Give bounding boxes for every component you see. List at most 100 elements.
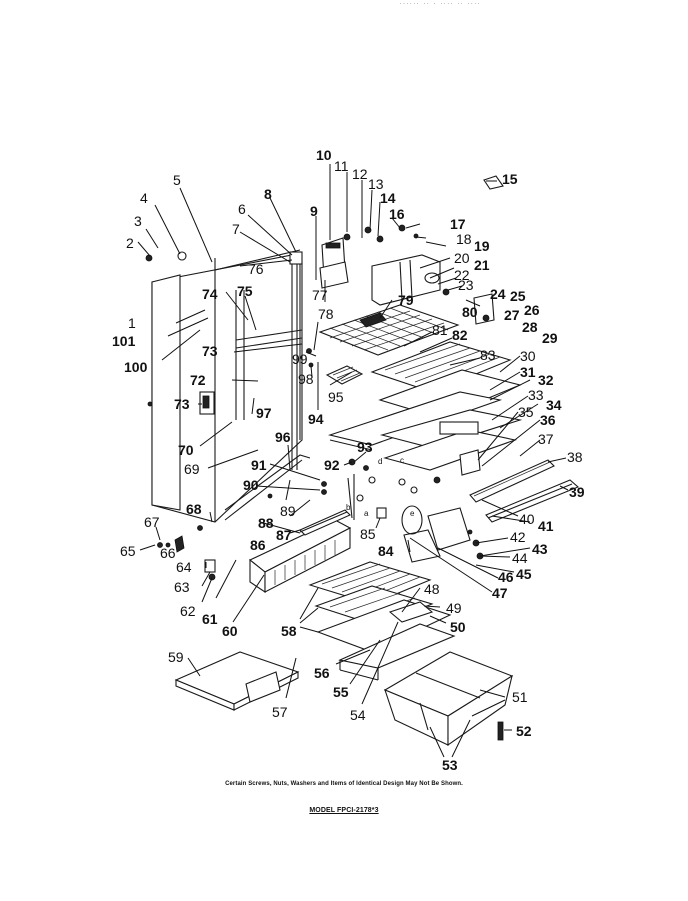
- callout-74: 74: [202, 286, 218, 302]
- callout-42: 42: [510, 529, 526, 545]
- hinge-bracket: [199, 391, 215, 415]
- sub-letter-d: d: [378, 457, 382, 466]
- callout-57: 57: [272, 704, 288, 720]
- callout-22: 22: [454, 267, 470, 283]
- callout-75: 75: [237, 283, 253, 299]
- callout-19: 19: [474, 238, 490, 254]
- callout-59: 59: [168, 649, 184, 665]
- callout-92: 92: [324, 457, 340, 473]
- control-housing: [319, 175, 504, 325]
- callout-87: 87: [276, 527, 292, 543]
- meat-pan: [401, 505, 484, 563]
- callout-68: 68: [186, 501, 202, 517]
- sub-letter-b: b: [346, 503, 351, 512]
- callout-46: 46: [498, 569, 514, 585]
- sub-letter-labels: a b c d e: [346, 456, 415, 518]
- callout-53: 53: [442, 757, 458, 773]
- callout-41: 41: [538, 518, 554, 534]
- callout-47: 47: [492, 585, 508, 601]
- callout-48: 48: [424, 581, 440, 597]
- callout-17: 17: [450, 216, 466, 232]
- callout-38: 38: [567, 449, 583, 465]
- callout-5: 5: [173, 172, 181, 188]
- callout-25: 25: [510, 288, 526, 304]
- callout-3: 3: [134, 213, 142, 229]
- callout-37: 37: [538, 431, 554, 447]
- deli-drawer: [248, 509, 352, 594]
- callout-20: 20: [454, 250, 470, 266]
- callout-2: 2: [126, 235, 134, 251]
- callout-1: 1: [128, 315, 136, 331]
- callout-54: 54: [350, 707, 366, 723]
- callout-99: 99: [292, 351, 308, 367]
- callout-67: 67: [144, 514, 160, 530]
- callout-50: 50: [450, 619, 466, 635]
- callout-73-upper: 73: [202, 343, 218, 359]
- callout-81: 81: [432, 322, 448, 338]
- callout-51: 51: [512, 689, 528, 705]
- crisper-cover: [379, 409, 523, 476]
- callout-26: 26: [524, 302, 540, 318]
- lower-hinge: [165, 535, 216, 581]
- callout-72: 72: [190, 372, 206, 388]
- fresh-food-shelves: [308, 561, 434, 627]
- sub-letter-c: c: [400, 456, 404, 465]
- leader-lines: [137, 164, 569, 758]
- callout-101: 101: [112, 333, 136, 349]
- callout-58: 58: [281, 623, 297, 639]
- callout-12: 12: [352, 166, 368, 182]
- callout-98: 98: [298, 371, 314, 387]
- callout-80: 80: [462, 304, 478, 320]
- sub-letter-e: e: [410, 509, 415, 518]
- callout-36: 36: [540, 412, 556, 428]
- callout-64: 64: [176, 559, 192, 575]
- callout-23: 23: [458, 277, 474, 293]
- callout-18: 18: [456, 231, 472, 247]
- callout-83: 83: [480, 347, 496, 363]
- callout-56: 56: [314, 665, 330, 681]
- callout-45: 45: [516, 566, 532, 582]
- callout-61: 61: [202, 611, 218, 627]
- callout-94: 94: [308, 411, 324, 427]
- callout-69: 69: [184, 461, 200, 477]
- callout-86: 86: [250, 537, 266, 553]
- callout-55: 55: [333, 684, 349, 700]
- callout-43: 43: [532, 541, 548, 557]
- callout-7: 7: [232, 221, 240, 237]
- callout-32: 32: [538, 372, 554, 388]
- callout-73-lower: 73: [174, 396, 190, 412]
- callout-31: 31: [520, 364, 536, 380]
- callout-79: 79: [398, 292, 414, 308]
- callout-33: 33: [528, 387, 544, 403]
- callout-49: 49: [446, 600, 462, 616]
- freezer-wire-shelf: [318, 304, 460, 356]
- callout-10: 10: [316, 147, 332, 163]
- callout-4: 4: [140, 190, 148, 206]
- header-fragment: ...... .. . .... .. ....: [400, 0, 482, 6]
- callout-91: 91: [251, 457, 267, 473]
- callout-95: 95: [328, 389, 344, 405]
- callout-78: 78: [318, 306, 334, 322]
- callout-88: 88: [258, 515, 274, 531]
- callout-96: 96: [275, 429, 291, 445]
- callout-82: 82: [452, 327, 468, 343]
- ice-tray: [325, 365, 364, 385]
- callout-29: 29: [542, 330, 558, 346]
- crisper-drawers: [383, 651, 514, 747]
- callout-62: 62: [180, 603, 196, 619]
- callout-44: 44: [512, 550, 528, 566]
- mullion: [289, 251, 303, 470]
- callout-93: 93: [357, 439, 373, 455]
- callout-39: 39: [569, 484, 585, 500]
- callout-28: 28: [522, 319, 538, 335]
- callout-11: 11: [334, 158, 349, 174]
- callout-85: 85: [360, 526, 376, 542]
- callout-89: 89: [280, 503, 296, 519]
- callout-34: 34: [546, 397, 562, 413]
- callout-27: 27: [504, 307, 520, 323]
- footnote-text: Certain Screws, Nuts, Washers and Items …: [225, 781, 463, 787]
- callout-66: 66: [160, 545, 176, 561]
- callout-24: 24: [490, 286, 506, 302]
- callout-60: 60: [222, 623, 238, 639]
